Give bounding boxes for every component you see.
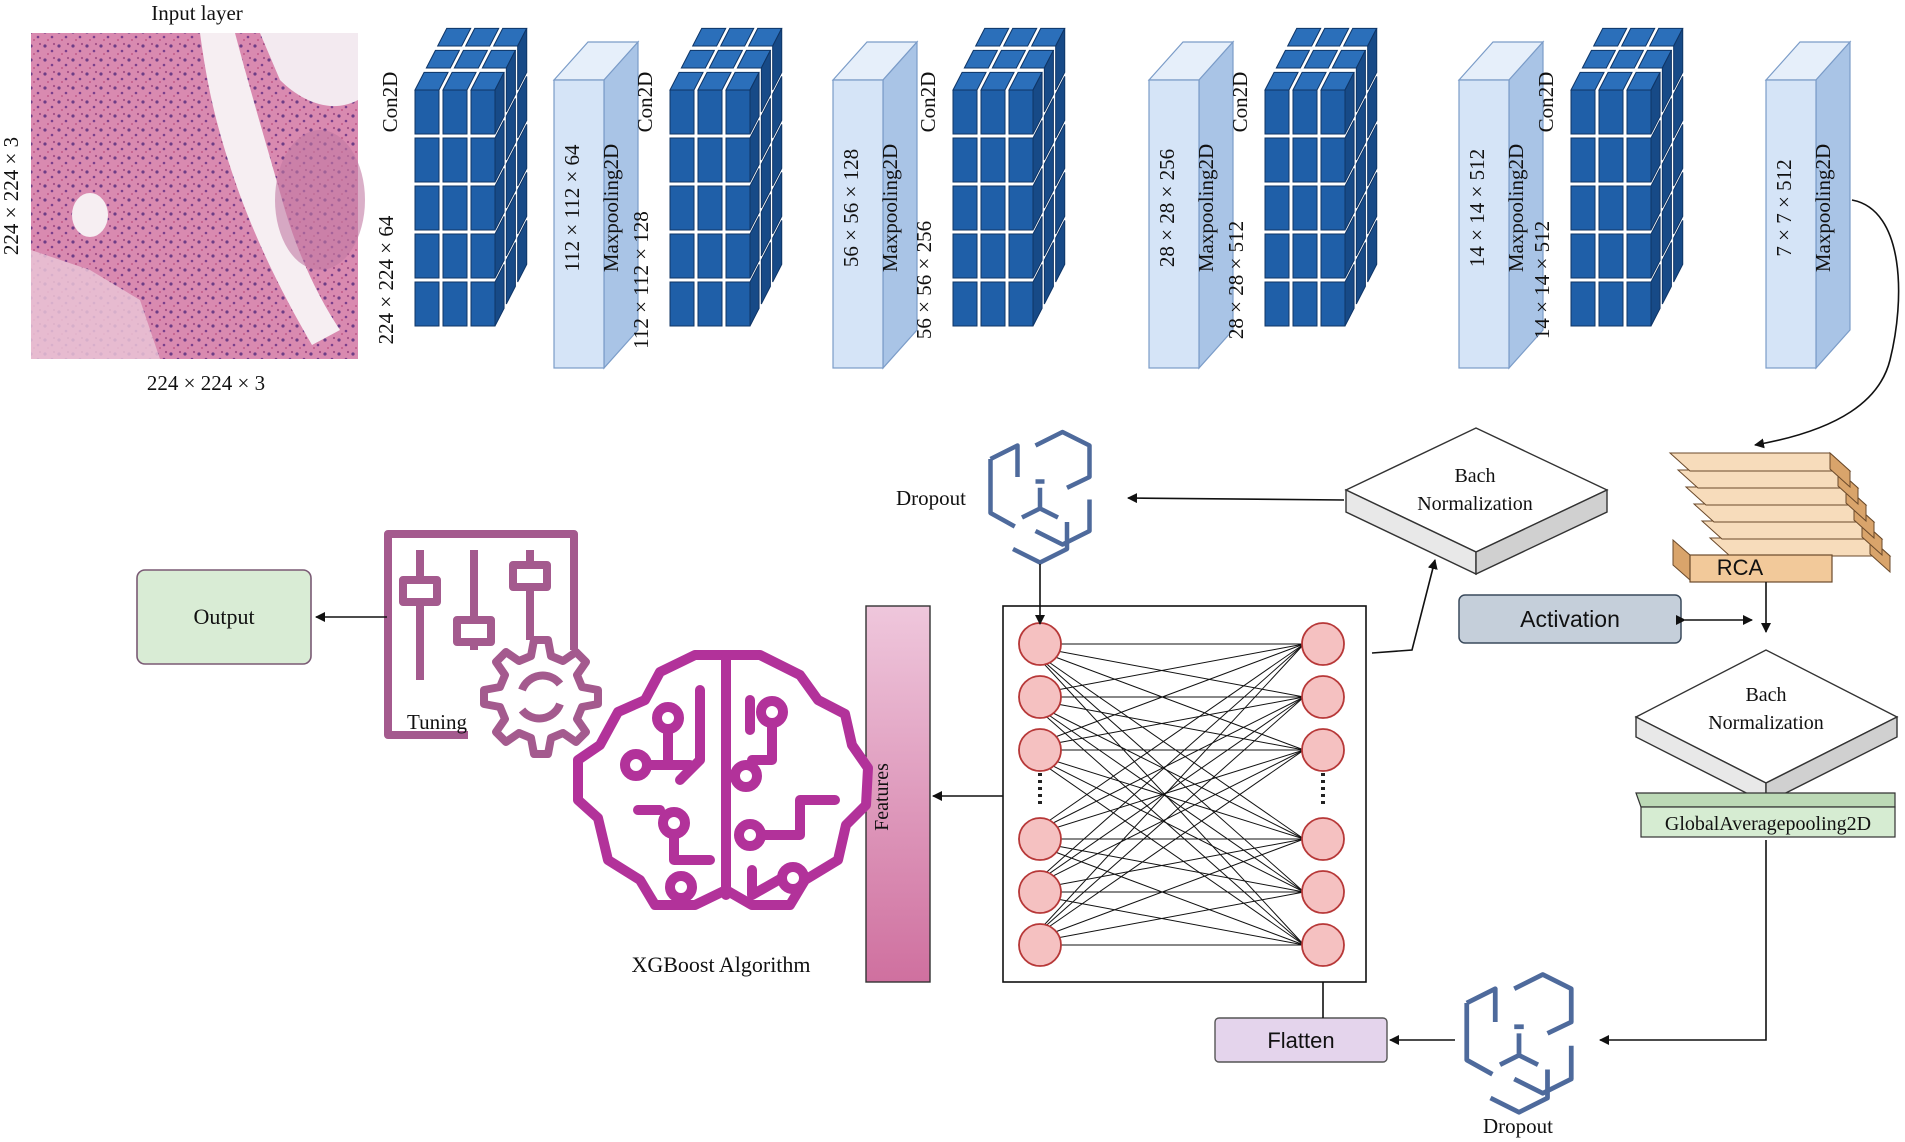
gap-label: GlobalAveragepooling2D xyxy=(1665,813,1871,835)
pool-dim: 28 × 28 × 256 xyxy=(1155,149,1179,267)
bn-top-to-dropout-arrow xyxy=(1127,493,1345,504)
output-neuron xyxy=(1301,817,1345,861)
maxpool-slab: 14 × 14 × 512 Maxpooling2D xyxy=(1457,40,1545,370)
features-block: Features xyxy=(865,605,931,983)
conv2d-dim: 28 × 28 × 512 xyxy=(1224,221,1248,339)
tuning-icon xyxy=(384,530,602,758)
histology-input-image xyxy=(31,33,365,359)
conv2d-dim: 224 × 224 × 64 xyxy=(374,215,398,344)
output-neuron xyxy=(1301,622,1345,666)
block-1: Con2D 224 × 224 × 64 112 × 112 × 64 Maxpool… xyxy=(374,24,640,370)
output-neuron xyxy=(1301,923,1345,967)
output-block: Output xyxy=(136,569,312,665)
maxpool-label: Maxpooling2D xyxy=(1504,144,1528,272)
conv-pool-blocks: Con2D 224 × 224 × 64 112 × 112 × 64 Maxpool… xyxy=(374,24,1852,370)
conv2d-dim: 112 × 112 × 128 xyxy=(629,211,653,349)
pool-dim: 56 × 56 × 128 xyxy=(839,149,863,267)
conv2d-dim: 14 × 14 × 512 xyxy=(1530,221,1554,339)
block-5: Con2D 14 × 14 × 512 7 × 7 × 512 Maxpooling2… xyxy=(1530,24,1852,370)
maxpool-label: Maxpooling2D xyxy=(1811,144,1835,272)
pool-to-rca-arrow xyxy=(1754,199,1900,449)
dropout-top-icon xyxy=(988,429,1092,565)
input-neuron xyxy=(1018,675,1062,719)
conv2d-cube xyxy=(414,24,529,327)
maxpool-label: Maxpooling2D xyxy=(599,144,623,272)
maxpool-slab: 28 × 28 × 256 Maxpooling2D xyxy=(1147,40,1235,370)
input-dim-bottom: 224 × 224 × 3 xyxy=(147,371,265,395)
conv2d-label: Con2D xyxy=(916,72,940,133)
dense-network xyxy=(1002,605,1367,983)
conv2d-label: Con2D xyxy=(378,72,402,133)
batch-norm-right: Bach Normalization xyxy=(1634,649,1899,805)
maxpool-slab: 112 × 112 × 64 Maxpooling2D xyxy=(552,40,640,370)
input-neuron xyxy=(1018,728,1062,772)
dropout-bottom-icon xyxy=(1464,972,1574,1115)
tuning-label: Tuning xyxy=(407,710,467,734)
activation-block: Activation xyxy=(1458,594,1682,644)
input-dim-left: 224 × 224 × 3 xyxy=(0,137,23,255)
input-neuron xyxy=(1018,870,1062,914)
bn-right-line2: Normalization xyxy=(1708,712,1824,734)
conv2d-cube xyxy=(1570,24,1685,327)
conv2d-label: Con2D xyxy=(1228,72,1252,133)
conv2d-dim: 56 × 56 × 256 xyxy=(912,221,936,339)
input-layer: Input layer 224 × 224 × 3 224 × 224 × 3 xyxy=(0,1,365,395)
output-neuron xyxy=(1301,728,1345,772)
rca-block: RCA xyxy=(1668,451,1892,583)
input-neuron xyxy=(1018,622,1062,666)
input-neuron xyxy=(1018,923,1062,967)
global-average-pooling: GlobalAveragepooling2D xyxy=(1635,792,1896,838)
maxpool-slab: 7 × 7 × 512 Maxpooling2D xyxy=(1764,40,1852,370)
network-to-bn-top-arrow xyxy=(1371,559,1438,654)
input-neuron xyxy=(1018,817,1062,861)
conv2d-label: Con2D xyxy=(633,72,657,133)
bn-right-line1: Bach xyxy=(1745,684,1786,706)
batch-norm-top: Bach Normalization xyxy=(1344,427,1609,576)
output-neuron xyxy=(1301,870,1345,914)
pool-dim: 7 × 7 × 512 xyxy=(1772,159,1796,256)
conv2d-cube xyxy=(669,24,784,327)
output-neuron xyxy=(1301,675,1345,719)
block-4: Con2D 28 × 28 × 512 14 × 14 × 512 Maxpoolin… xyxy=(1224,24,1545,370)
maxpool-label: Maxpooling2D xyxy=(1194,144,1218,272)
xgboost-brain-icon xyxy=(573,650,873,910)
maxpool-slab: 56 × 56 × 128 Maxpooling2D xyxy=(831,40,919,370)
output-label: Output xyxy=(193,604,254,629)
conv2d-cube xyxy=(952,24,1067,327)
block-3: Con2D 56 × 56 × 256 28 × 28 × 256 Maxpoolin… xyxy=(912,24,1235,370)
features-label: Features xyxy=(871,763,893,831)
block-2: Con2D 112 × 112 × 128 56 × 56 × 128 Maxpool… xyxy=(629,24,919,370)
conv2d-label: Con2D xyxy=(1534,72,1558,133)
pool-dim: 112 × 112 × 64 xyxy=(560,144,584,272)
input-layer-title: Input layer xyxy=(151,1,243,25)
dropout-bottom-label: Dropout xyxy=(1483,1114,1553,1138)
gap-to-dropout-arrow xyxy=(1599,840,1767,1045)
conv2d-cube xyxy=(1264,24,1379,327)
flatten-block: Flatten xyxy=(1214,1017,1388,1063)
pool-dim: 14 × 14 × 512 xyxy=(1465,149,1489,267)
bn-top-line2: Normalization xyxy=(1417,493,1533,515)
maxpool-label: Maxpooling2D xyxy=(878,144,902,272)
flatten-label: Flatten xyxy=(1267,1028,1334,1053)
xgboost-label: XGBoost Algorithm xyxy=(631,952,810,977)
dropout-top-label: Dropout xyxy=(896,486,966,510)
activation-label: Activation xyxy=(1520,606,1620,632)
rca-label: RCA xyxy=(1717,555,1764,580)
bn-top-line1: Bach xyxy=(1454,465,1495,487)
